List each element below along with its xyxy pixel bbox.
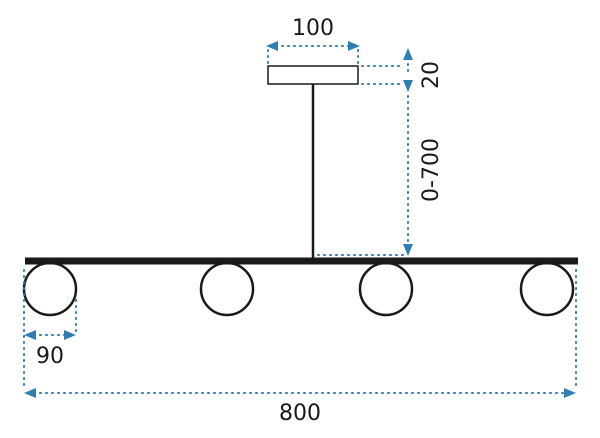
total-width-label: 800 (279, 401, 321, 426)
arrow-left-icon (266, 41, 278, 51)
globe-diameter-label: 90 (36, 344, 64, 369)
arrow-right-icon (64, 330, 76, 340)
arrow-right-icon (564, 388, 576, 398)
rod-length-dimension: 0-700 (317, 95, 444, 256)
arrow-left-icon (24, 330, 36, 340)
glass-globe-3 (358, 261, 414, 317)
total-width-dimension: 800 (24, 269, 577, 426)
arrow-up-icon (403, 48, 413, 60)
canopy-width-dimension: 100 (266, 16, 360, 65)
glass-globe-4 (519, 261, 575, 317)
arrow-left-icon (24, 388, 36, 398)
arrow-right-icon (348, 41, 360, 51)
canopy-width-label: 100 (292, 16, 334, 41)
arrow-down-icon (403, 244, 413, 256)
rod-length-label: 0-700 (419, 138, 444, 202)
canopy-height-label: 20 (419, 61, 444, 89)
globe-diameter-dimension: 90 (23, 269, 77, 391)
glass-globe-2 (199, 261, 255, 317)
glass-globe-1 (22, 261, 78, 317)
ceiling-canopy (267, 65, 359, 85)
canopy-height-dimension: 20 (361, 48, 444, 92)
arrow-down-icon (403, 80, 413, 92)
lamp-fixture (22, 65, 578, 317)
